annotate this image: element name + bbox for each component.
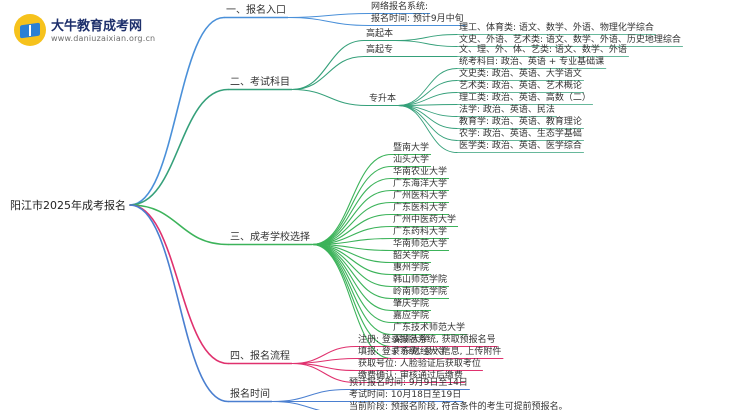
leaf-arts-subjects: 文史、外语、艺术类: 语文、数学、外语、历史地理综合 bbox=[459, 33, 681, 45]
leaf-registration-period: 报名时间: 预计9月中旬 bbox=[371, 12, 464, 24]
branch-school-choice: 三、成考学校选择 bbox=[230, 230, 310, 243]
branch-registration-process: 四、报名流程 bbox=[230, 349, 290, 362]
leaf-school: 广东财经大学 bbox=[393, 345, 447, 357]
leaf-school: 广东药科大学 bbox=[393, 225, 447, 237]
leaf-expected-period: 预计报名时间: 9月9日至14日 bbox=[349, 376, 468, 388]
leaf-school: 华南农业大学 bbox=[393, 165, 447, 177]
leaf-gao-qi-zhuan-subjects: 文、理、外、体、艺类: 语文、数学、外语 bbox=[459, 43, 627, 55]
leaf-school: 嘉应学院 bbox=[393, 309, 429, 321]
branch-exam-subjects: 二、考试科目 bbox=[230, 75, 290, 88]
leaf-school: 暨南大学 bbox=[393, 141, 429, 153]
leaf-medicine: 医学类: 政治、英语、医学综合 bbox=[459, 139, 582, 151]
logo-book-icon bbox=[14, 14, 46, 46]
leaf-online-system: 网络报名系统: bbox=[371, 0, 428, 12]
leaf-literature-history: 文史类: 政治、英语、大学语文 bbox=[459, 67, 582, 79]
leaf-school: 肇庆学院 bbox=[393, 297, 429, 309]
node-zhuan-sheng-ben: 专升本 bbox=[369, 92, 396, 104]
leaf-step-register: 注册: 登录报名系统, 获取预报名号 bbox=[358, 333, 496, 345]
leaf-agriculture: 农学: 政治、英语、生态学基础 bbox=[459, 127, 582, 139]
leaf-school: 广州中医药大学 bbox=[393, 213, 456, 225]
node-gao-qi-zhuan: 高起专 bbox=[366, 43, 393, 55]
logo-url: www.daniuzaixian.org.cn bbox=[51, 34, 156, 43]
branch-registration-entry: 一、报名入口 bbox=[226, 3, 286, 16]
leaf-school: 惠州学院 bbox=[393, 261, 429, 273]
leaf-school: 华南师范大学 bbox=[393, 237, 447, 249]
leaf-step-fill: 填报: 登录系统, 录入信息, 上传附件 bbox=[358, 345, 501, 357]
leaf-school: 广东海洋大学 bbox=[393, 177, 447, 189]
leaf-school: 广东技术师范大学 bbox=[393, 321, 465, 333]
leaf-school: 韩山师范学院 bbox=[393, 273, 447, 285]
leaf-school: 广州医科大学 bbox=[393, 189, 447, 201]
leaf-current-stage: 当前阶段: 预报名阶段, 符合条件的考生可提前预报名。 bbox=[349, 400, 568, 410]
leaf-step-payment: 缴费确认: 审核通过后缴费 bbox=[358, 369, 463, 381]
leaf-science-engineering: 理工类: 政治、英语、高数（二） bbox=[459, 91, 591, 103]
leaf-school: 韶关学院 bbox=[393, 249, 429, 261]
leaf-school: 汕头大学 bbox=[393, 153, 429, 165]
leaf-exam-date: 考试时间: 10月18日至19日 bbox=[349, 388, 461, 400]
leaf-art: 艺术类: 政治、英语、艺术概论 bbox=[459, 79, 582, 91]
leaf-school: 深圳大学 bbox=[393, 333, 429, 345]
leaf-education: 教育学: 政治、英语、教育理论 bbox=[459, 115, 582, 127]
leaf-school: 广东医科大学 bbox=[393, 201, 447, 213]
node-gao-qi-ben: 高起本 bbox=[366, 27, 393, 39]
leaf-step-seat: 获取号位: 人脸验证后获取考位 bbox=[358, 357, 481, 369]
leaf-school: 岭南师范学院 bbox=[393, 285, 447, 297]
root-node: 阳江市2025年成考报名 bbox=[10, 198, 126, 212]
site-logo[interactable]: 大牛教育成考网 www.daniuzaixian.org.cn bbox=[14, 14, 184, 48]
leaf-unified-exam: 统考科目: 政治、英语 + 专业基础课 bbox=[459, 55, 604, 67]
leaf-science-subjects: 理工、体育类: 语文、数学、外语、物理化学综合 bbox=[459, 21, 654, 33]
leaf-law: 法学: 政治、英语、民法 bbox=[459, 103, 555, 115]
logo-name: 大牛教育成考网 bbox=[51, 19, 143, 34]
branch-registration-time: 报名时间 bbox=[230, 387, 270, 400]
